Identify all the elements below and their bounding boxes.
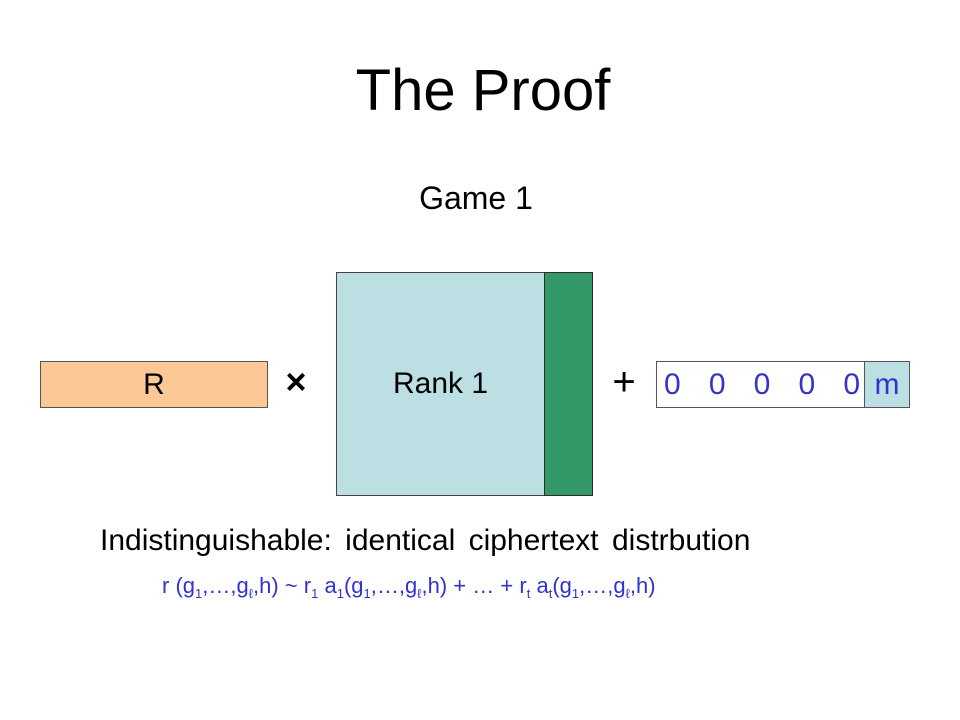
plus-symbol: + (612, 360, 636, 404)
vector-zero: 0 (843, 368, 860, 401)
vector-zero: 0 (664, 368, 681, 401)
matrix-label: Rank 1 (392, 367, 489, 400)
vector-zero: 0 (708, 368, 726, 401)
vector-zero: 0 (798, 368, 816, 401)
game-label: Game 1 (419, 180, 533, 216)
vector-zero-entries: 0 0 0 0 0 (664, 362, 860, 407)
distribution-formula: r (g1,…,gℓ,h) ~ r1 a1(g1,…,gℓ,h) + … + r… (162, 573, 656, 601)
r-vector-box: R (40, 361, 268, 408)
slide-title: The Proof (355, 58, 611, 123)
message-entry: m (864, 362, 909, 407)
matrix-last-column (544, 272, 593, 496)
vector-zero: 0 (753, 368, 771, 401)
multiply-symbol: × (285, 361, 307, 402)
indistinguishable-statement: Indistinguishable: identical ciphertext … (100, 524, 751, 557)
